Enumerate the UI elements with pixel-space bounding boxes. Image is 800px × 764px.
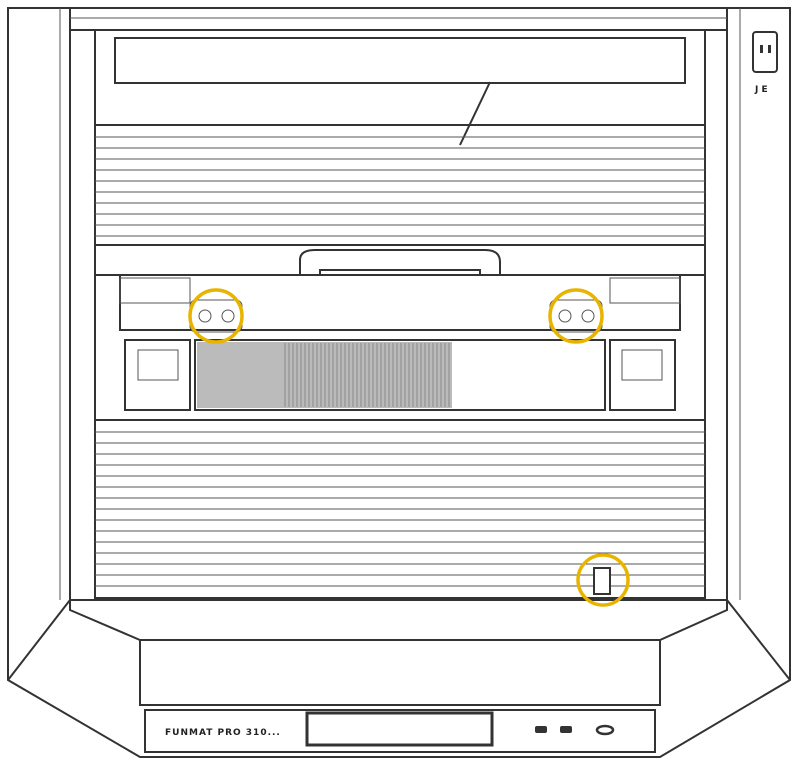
usb-port[interactable] (560, 726, 572, 733)
left-bracket (119, 277, 191, 304)
right-bracket (609, 277, 681, 304)
power-socket (752, 31, 778, 73)
upper-slats (95, 136, 705, 237)
bed-latch (593, 567, 611, 595)
lower-slats (95, 431, 705, 587)
base-front (139, 640, 661, 706)
left-clamp (124, 339, 191, 411)
top-rail (114, 37, 686, 84)
power-button[interactable] (595, 724, 615, 736)
highlight-circle-bed-latch (576, 553, 630, 607)
nozzle-probe (459, 81, 491, 146)
highlight-circles (188, 288, 630, 607)
socket-label: J E (754, 85, 768, 95)
usb-port[interactable] (535, 726, 547, 733)
top-bar (69, 7, 728, 31)
brand-logo: FUNMAT PRO 310... (165, 728, 281, 738)
bed-stripes (284, 343, 450, 407)
highlight-circle-left-screws (188, 288, 244, 344)
highlight-circle-right-screws (548, 288, 604, 344)
display-screen[interactable] (305, 711, 494, 747)
right-clamp (609, 339, 676, 411)
